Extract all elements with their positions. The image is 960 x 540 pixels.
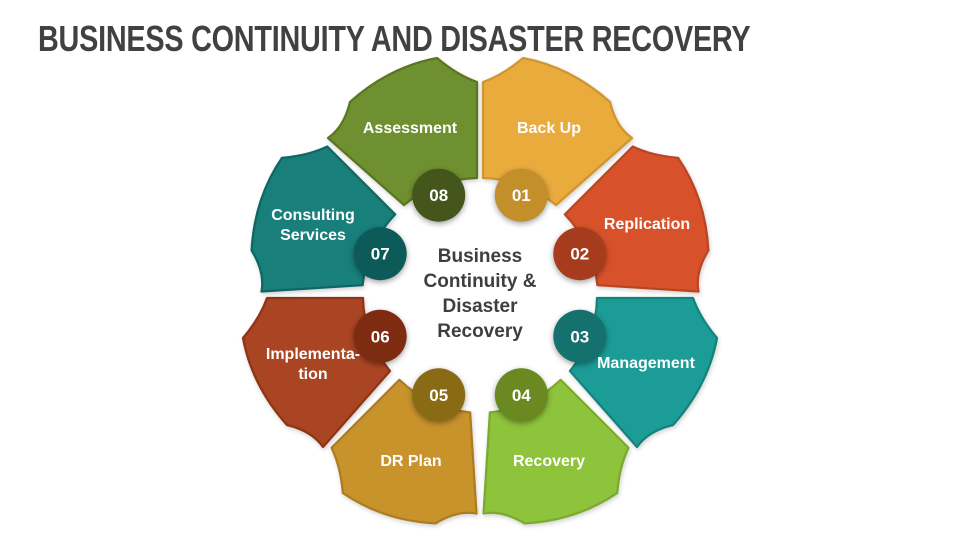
badge-05: 05 [412,368,466,422]
badge-number-05: 05 [429,386,448,405]
badge-02: 02 [553,227,607,281]
page-title: BUSINESS CONTINUITY AND DISASTER RECOVER… [38,18,751,59]
badge-circle-04 [494,368,548,422]
badge-circle-01 [494,168,548,222]
badge-circle-07 [353,227,407,281]
badge-03: 03 [553,309,607,363]
badge-04: 04 [494,368,548,422]
badge-circle-08 [412,168,466,222]
badge-number-02: 02 [570,245,589,264]
badge-circle-06 [353,309,407,363]
badge-07: 07 [353,227,407,281]
badge-01: 01 [494,168,548,222]
badge-number-06: 06 [371,327,390,346]
badge-number-03: 03 [570,327,589,346]
badge-circle-02 [553,227,607,281]
badge-08: 08 [412,168,466,222]
badge-number-04: 04 [512,386,531,405]
badge-number-07: 07 [371,245,390,264]
number-badges: 01 02 03 04 05 06 [353,168,607,422]
badge-06: 06 [353,309,407,363]
badge-number-08: 08 [429,186,448,205]
center-text: Business Continuity & Disaster Recovery [423,246,537,342]
badge-number-01: 01 [512,186,531,205]
badge-circle-05 [412,368,466,422]
badge-circle-03 [553,309,607,363]
